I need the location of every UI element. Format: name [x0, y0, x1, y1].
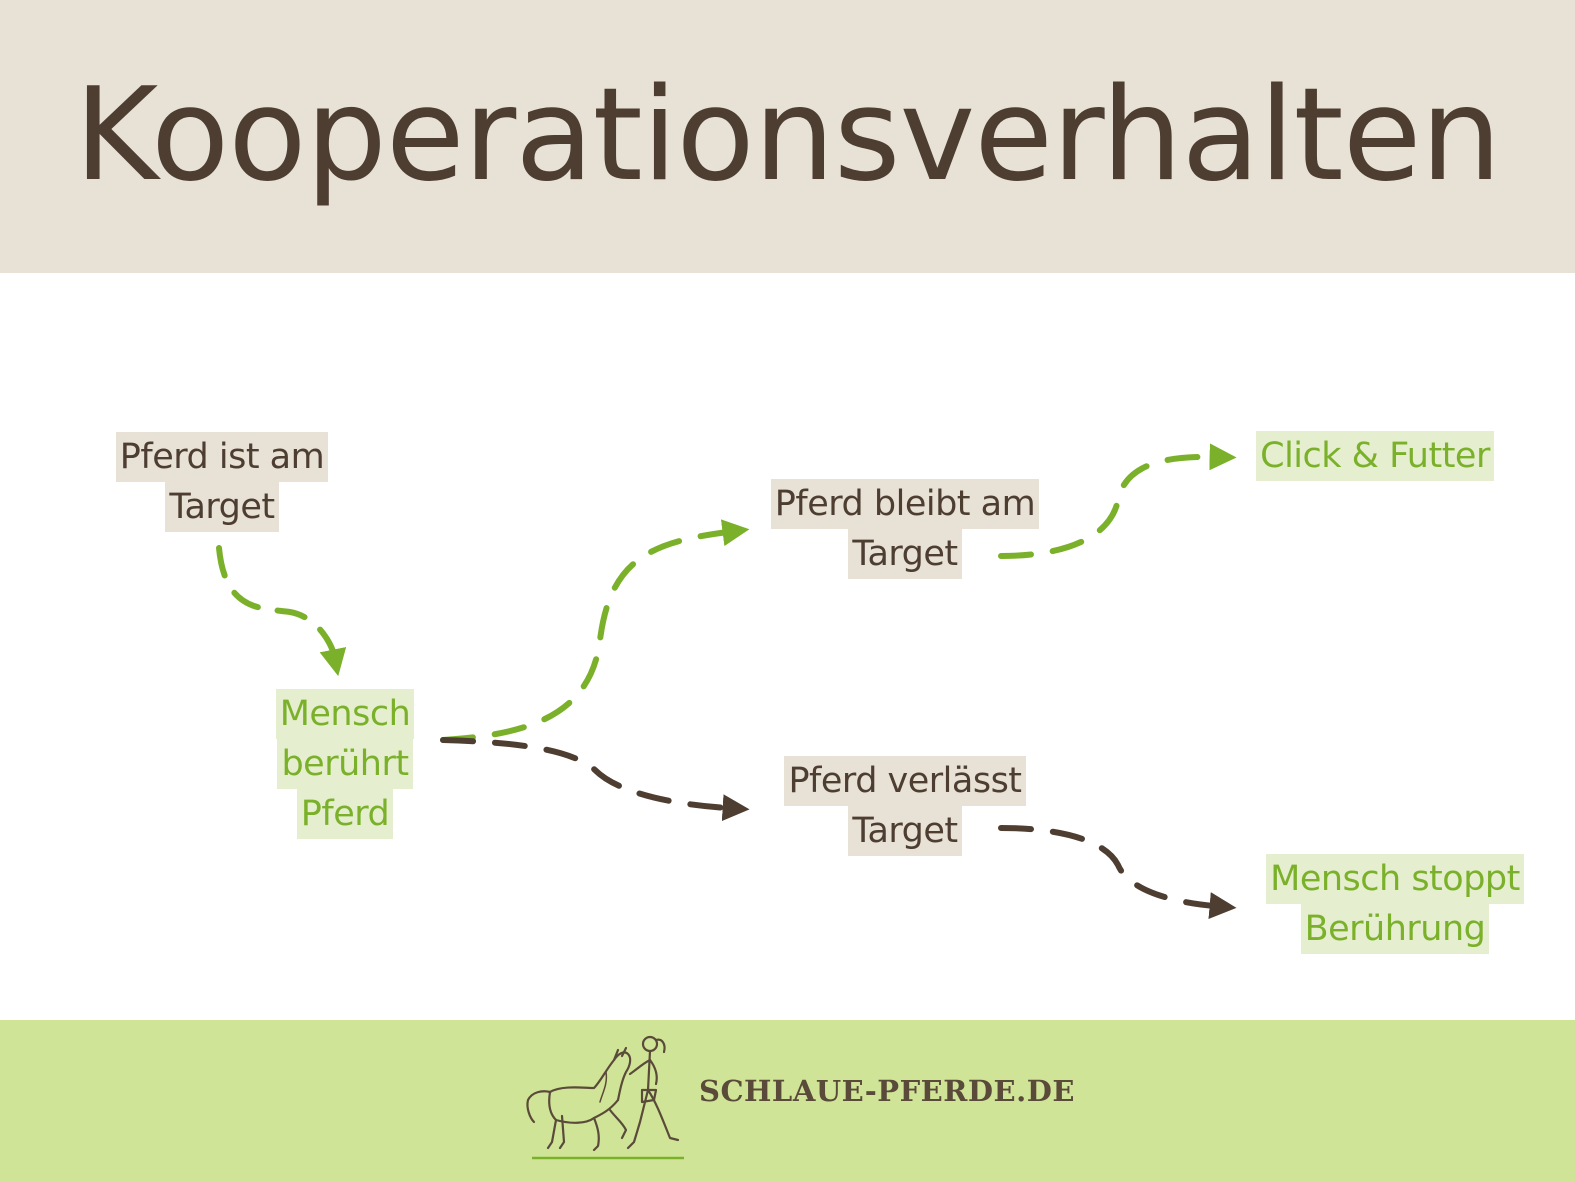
- arrow-touch-to-leaves: [440, 737, 750, 822]
- node-pferd-am-target: Pferd ist am Target: [82, 432, 362, 532]
- node-pferd-bleibt: Pferd bleibt am Target: [740, 479, 1070, 579]
- node-line: berührt: [277, 739, 413, 789]
- node-click-futter: Click & Futter: [1230, 431, 1520, 481]
- node-line: Click & Futter: [1256, 431, 1494, 481]
- node-line: Pferd ist am: [115, 432, 329, 482]
- node-line: Berührung: [1300, 904, 1490, 954]
- arrow-leaves-to-stop: [998, 825, 1237, 919]
- brand-name: SCHLAUE-PFERDE.DE: [699, 1074, 1075, 1108]
- arrow-target-to-touch: [216, 545, 347, 677]
- arrow-touch-to-stays: [440, 519, 750, 743]
- node-line: Target: [848, 529, 962, 579]
- node-line: Target: [165, 482, 279, 532]
- arrow-stays-to-click: [998, 443, 1237, 559]
- header-banner: [0, 0, 1575, 273]
- node-line: Pferd bleibt am: [770, 479, 1040, 529]
- page-title: Kooperationsverhalten: [74, 61, 1501, 210]
- horse-and-girl-logo-icon: [526, 1035, 684, 1160]
- node-mensch-beruehrt: Mensch berührt Pferd: [250, 689, 440, 839]
- node-pferd-verlaesst: Pferd verlässt Target: [750, 756, 1060, 856]
- node-line: Mensch: [275, 689, 415, 739]
- node-line: Pferd: [296, 789, 394, 839]
- node-line: Target: [848, 806, 962, 856]
- node-line: Mensch stoppt: [1266, 854, 1524, 904]
- node-line: Pferd verlässt: [784, 756, 1026, 806]
- node-mensch-stoppt: Mensch stoppt Berührung: [1240, 854, 1550, 954]
- footer-banner: [0, 1020, 1575, 1181]
